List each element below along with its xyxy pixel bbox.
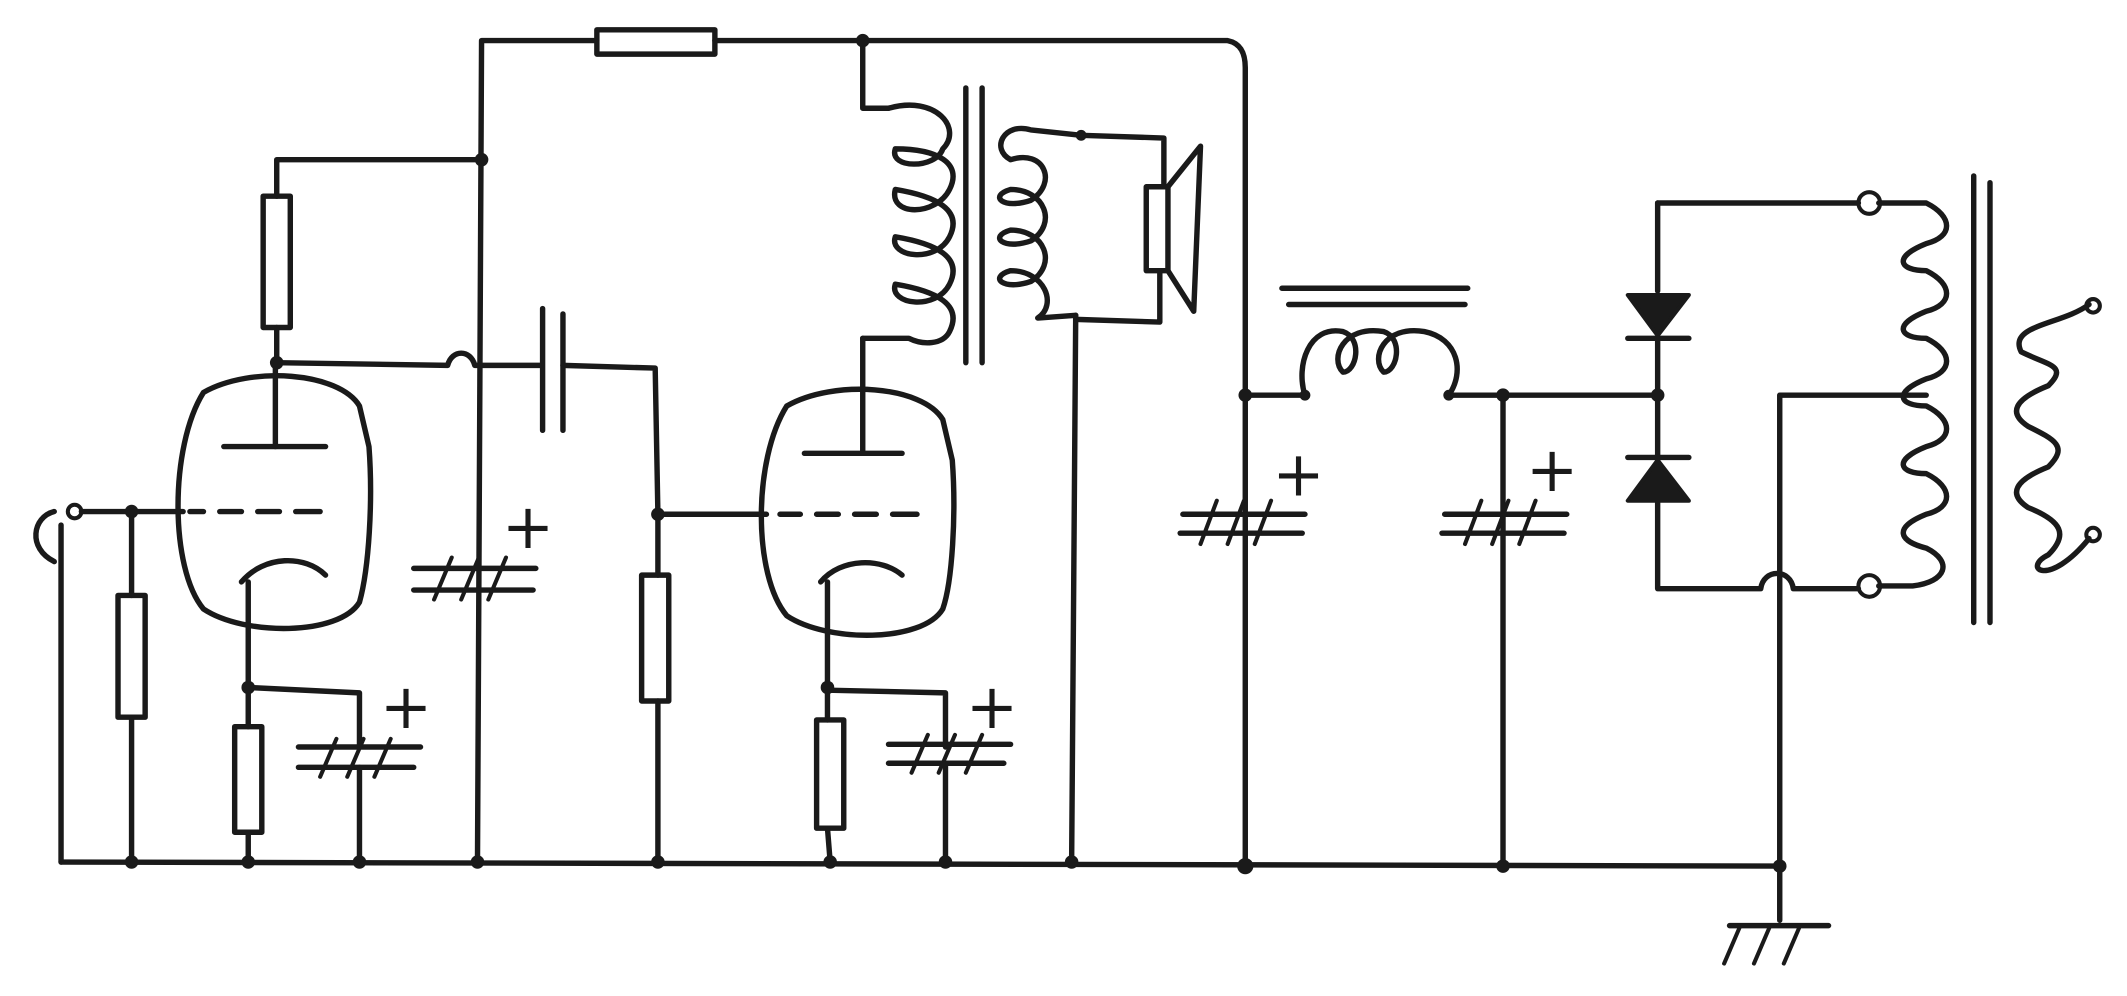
loudspeaker — [1072, 132, 1204, 325]
coupling-wire — [274, 350, 543, 369]
anode-resistor-1 — [260, 156, 485, 366]
cathode-capacitor-1: + — [245, 670, 432, 865]
rectifier-diodes — [1625, 200, 1862, 592]
grid-resistor-1 — [115, 508, 148, 865]
filter-capacitor-1: + — [1177, 437, 1325, 547]
triode-tube-2 — [758, 335, 957, 691]
decoupling-capacitor: + — [411, 490, 554, 602]
cathode-capacitor-2: + — [824, 670, 1018, 865]
ground-bus — [58, 859, 1783, 869]
polarity-plus: + — [1526, 433, 1578, 506]
cathode-resistor-2 — [813, 684, 847, 865]
triode-tube-1 — [175, 359, 374, 691]
polarity-plus: + — [502, 490, 554, 563]
ground-symbol — [1722, 863, 1832, 966]
output-transformer — [860, 37, 1087, 865]
junction-dots — [124, 33, 1787, 875]
polarity-plus: + — [380, 670, 432, 743]
input-jack — [33, 502, 186, 865]
dropping-resistor — [594, 27, 718, 57]
grid-resistor-2 — [638, 511, 770, 865]
coupling-capacitor — [539, 305, 661, 517]
polarity-plus: + — [1272, 437, 1324, 510]
filter-capacitor-2: + — [1439, 392, 1578, 869]
power-transformer — [1777, 173, 2102, 869]
cathode-resistor-1 — [231, 684, 265, 865]
polarity-plus: + — [966, 670, 1018, 743]
filter-choke — [1242, 285, 1661, 401]
